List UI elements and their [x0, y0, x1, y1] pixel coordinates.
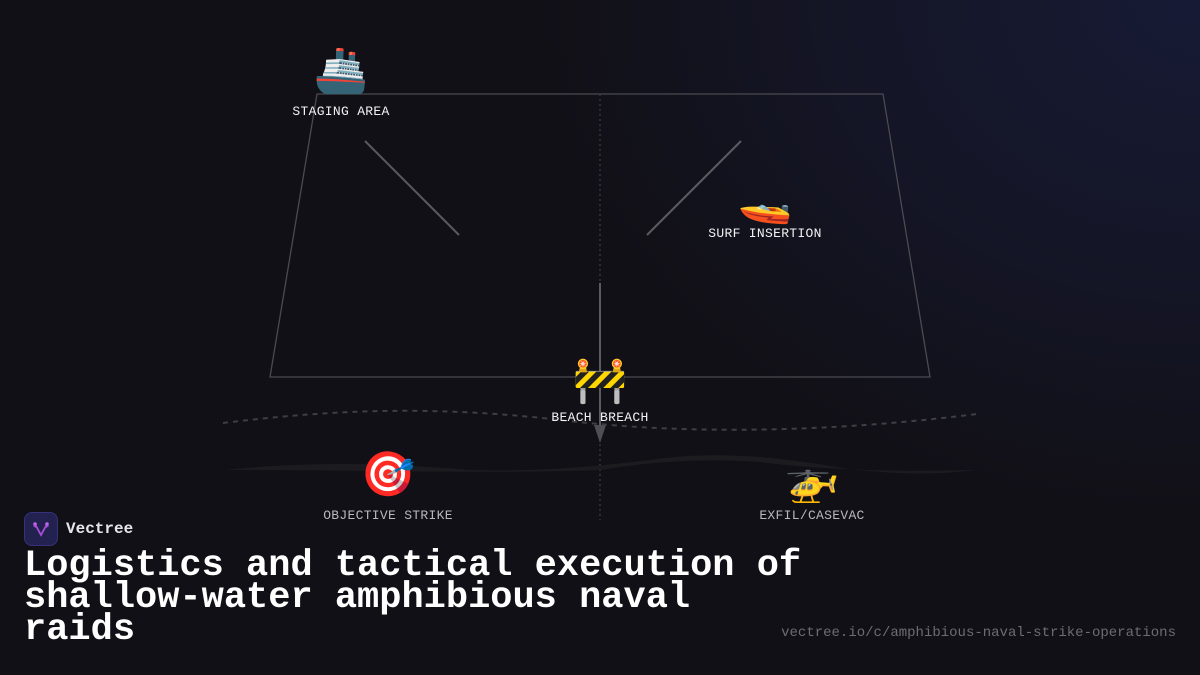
node-staging-area[interactable]: 🚢 STAGING AREA: [292, 45, 390, 120]
ship-icon: 🚢: [313, 45, 369, 96]
page-title: Logistics and tactical execution of shal…: [24, 545, 802, 651]
speedboat-icon: 🚤: [737, 175, 793, 226]
wave-band: [225, 455, 975, 474]
node-label: EXFIL/CASEVAC: [759, 508, 865, 523]
node-surf-insertion[interactable]: 🚤 SURF INSERTION: [708, 175, 822, 242]
node-label: OBJECTIVE STRIKE: [323, 508, 453, 523]
node-objective-strike[interactable]: 🎯 OBJECTIVE STRIKE: [323, 449, 453, 524]
helicopter-icon: 🚁: [784, 454, 840, 505]
node-label: SURF INSERTION: [708, 226, 822, 241]
brand-name: Vectree: [66, 520, 134, 538]
barrier-icon: 🚧: [572, 355, 628, 406]
target-icon: 🎯: [360, 449, 416, 500]
frame-trapezoid: [269, 93, 931, 378]
brand: Vectree: [24, 512, 133, 546]
connector-surf: [646, 140, 742, 236]
node-label: BEACH BREACH: [551, 410, 649, 425]
connector-staging: [364, 140, 460, 236]
vectree-logo-icon: [24, 512, 58, 546]
page-url[interactable]: vectree.io/c/amphibious-naval-strike-ope…: [781, 625, 1176, 641]
node-label: STAGING AREA: [292, 104, 390, 119]
node-beach-breach[interactable]: 🚧 BEACH BREACH: [551, 355, 649, 426]
arrow-head: [594, 425, 606, 443]
node-exfil-casevac[interactable]: 🚁 EXFIL/CASEVAC: [759, 454, 865, 524]
